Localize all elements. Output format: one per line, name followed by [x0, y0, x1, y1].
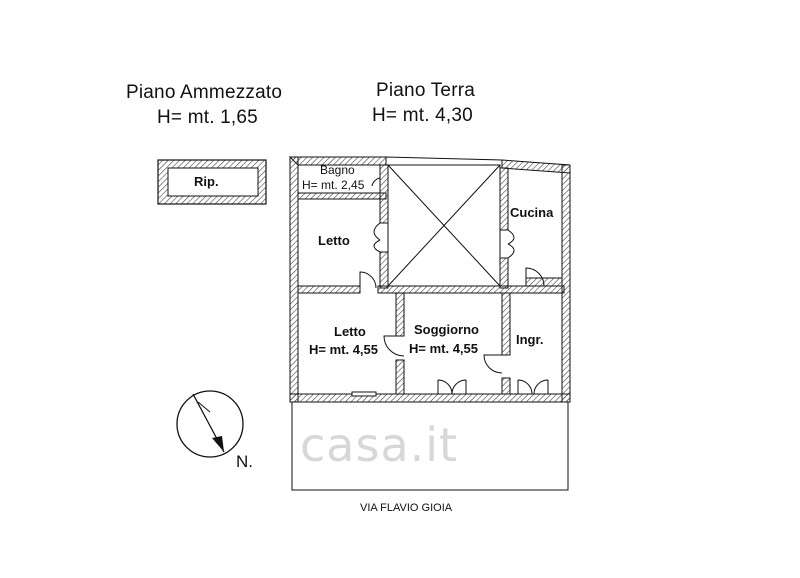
watermark: casa.it [300, 418, 459, 472]
north-arrow-icon [176, 390, 244, 458]
bathroom-label: Bagno [320, 163, 355, 177]
ground-floor-height: H= mt. 4,30 [372, 105, 473, 126]
kitchen-label: Cucina [510, 205, 554, 220]
storage-label: Rip. [194, 174, 219, 189]
courtyard-area [291, 401, 569, 491]
living-label: Soggiorno [414, 322, 479, 337]
north-label: N. [236, 452, 253, 471]
bedroom-bottom-height: H= mt. 4,55 [309, 342, 379, 357]
bedroom-top-label: Letto [318, 233, 350, 248]
living-height: H= mt. 4,55 [409, 341, 479, 356]
ground-floor-title: Piano Terra [376, 80, 476, 101]
street-label: VIA FLAVIO GIOIA [360, 502, 453, 514]
entrance-label: Ingr. [516, 332, 544, 347]
mezzanine-height: H= mt. 1,65 [157, 107, 258, 128]
bedroom-bottom-label: Letto [334, 324, 366, 339]
door-swings [351, 177, 549, 397]
mezzanine-title: Piano Ammezzato [126, 82, 283, 103]
storage-room-walls [157, 159, 267, 205]
double-height-void [387, 164, 501, 287]
bathroom-height: H= mt. 2,45 [302, 178, 365, 192]
